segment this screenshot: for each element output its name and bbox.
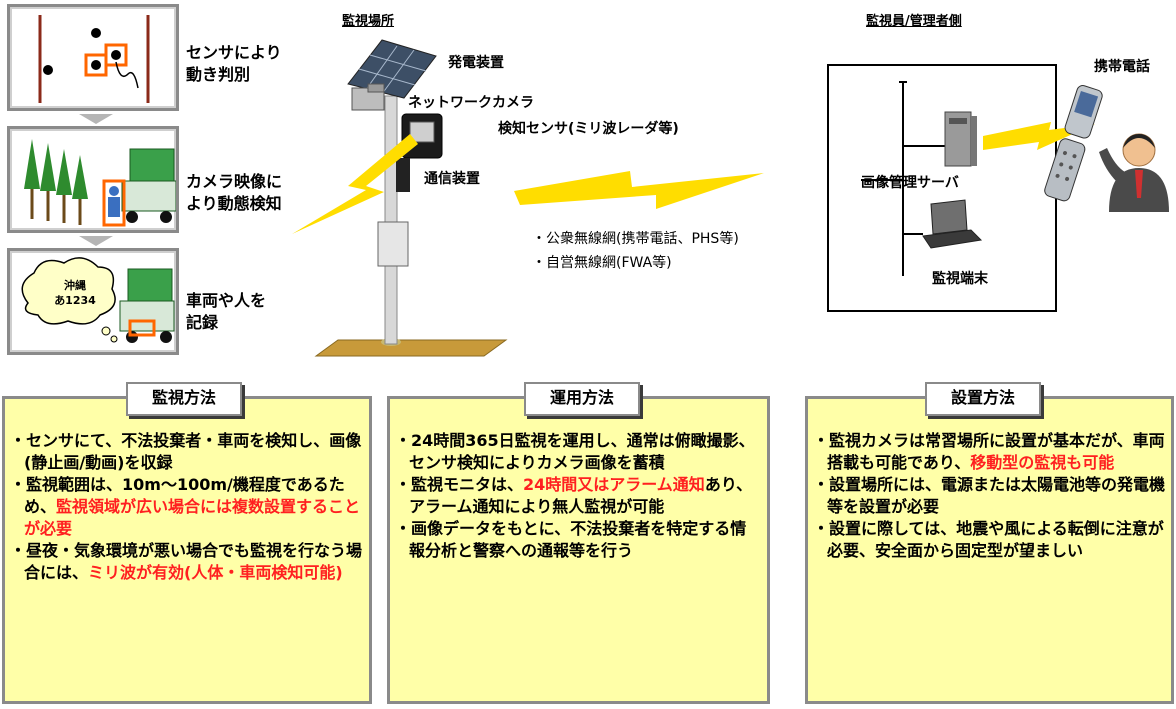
record-screen-panel	[7, 248, 179, 355]
wireless-signal-icon	[292, 134, 418, 234]
license-plate-text: 沖縄 あ1234	[54, 279, 96, 307]
bullet-item: ・設置場所には、電源または太陽電池等の発電機等を設置が必要	[813, 474, 1165, 518]
wireless-signal-icon	[514, 171, 764, 209]
highlight-text: 移動型の監視も可能	[970, 453, 1115, 472]
panel-caption-camera: カメラ映像に より動態検知	[186, 172, 283, 213]
down-arrow-icon	[79, 236, 113, 246]
bullet-text: ・昼夜・気象環境が悪い場合でも監視を行なう場合には、	[10, 541, 363, 582]
bullet-item: ・監視範囲は、10m～100m/機程度であるため、監視領域が広い場合には複数設置…	[10, 474, 362, 540]
installation-method-text: ・監視カメラは常習場所に設置が基本だが、車両搭載も可能であり、移動型の監視も可能…	[813, 430, 1165, 562]
bullet-item: ・設置に際しては、地震や風による転倒に注意が必要、安全面から固定型が望ましい	[813, 518, 1165, 562]
monitoring-method-text: ・センサにて、不法投棄者・車両を検知し、画像(静止画/動画)を収録・監視範囲は、…	[10, 430, 362, 584]
bullet-item: ・画像データをもとに、不法投棄者を特定する情報分析と警察への通報等を行う	[395, 518, 761, 562]
bullet-item: ・24時間365日監視を運用し、通常は俯瞰撮影、センサ検知によりカメラ画像を蓄積	[395, 430, 761, 474]
bullet-item: ・監視モニタは、24時間又はアラーム通知あり、アラーム通知により無人監視が可能	[395, 474, 761, 518]
bullet-item: ・センサにて、不法投棄者・車両を検知し、画像(静止画/動画)を収録	[10, 430, 362, 474]
panel-caption-sensor: センサにより 動き判別	[186, 43, 282, 84]
site-heading: 監視場所	[342, 14, 395, 29]
camera-screen-panel	[7, 126, 179, 233]
highlight-text: 24時間又はアラーム通知	[523, 475, 705, 494]
highlight-text: 監視領域が広い場合には複数設置することが必要	[24, 497, 361, 538]
bullet-text: ・センサにて、不法投棄者・車両を検知し、画像(静止画/動画)を収録	[10, 431, 362, 472]
private-network-label: ・自営無線網(FWA等)	[532, 255, 672, 271]
highlight-text: ミリ波が有効(人体・車両検知可能)	[88, 563, 343, 582]
bullet-item: ・監視カメラは常習場所に設置が基本だが、車両搭載も可能であり、移動型の監視も可能	[813, 430, 1165, 474]
record-illustration	[21, 257, 175, 343]
bullet-text: ・設置場所には、電源または太陽電池等の発電機等を設置が必要	[813, 475, 1166, 516]
monitor-side-heading: 監視員/管理者側	[866, 14, 962, 29]
monitor-terminal-label: 監視端末	[932, 271, 988, 287]
operation-method-text: ・24時間365日監視を運用し、通常は俯瞰撮影、センサ検知によりカメラ画像を蓄積…	[395, 430, 761, 562]
bullet-text: ・画像データをもとに、不法投棄者を特定する情報分析と警察への通報等を行う	[395, 519, 747, 560]
sensor-detection-illustration	[38, 15, 150, 103]
monitoring-method-title: 監視方法	[126, 382, 242, 416]
sensor-screen-panel	[7, 4, 179, 111]
bullet-item: ・昼夜・気象環境が悪い場合でも監視を行なう場合には、ミリ波が有効(人体・車両検知…	[10, 540, 362, 584]
bullet-text: ・設置に際しては、地震や風による転倒に注意が必要、安全面から固定型が望ましい	[813, 519, 1164, 560]
sensor-label: 検知センサ(ミリ波レーダ等)	[498, 121, 679, 137]
network-camera-label: ネットワークカメラ	[408, 95, 534, 111]
monitor-system-frame	[827, 64, 1057, 312]
operation-method-title: 運用方法	[524, 382, 640, 416]
installation-method-title: 設置方法	[925, 382, 1041, 416]
operation-method-box	[387, 396, 770, 704]
mobile-phone-label: 携帯電話	[1094, 59, 1150, 75]
public-network-label: ・公衆無線網(携帯電話、PHS等)	[532, 231, 739, 247]
bullet-text: ・監視モニタは、	[395, 475, 524, 494]
image-server-label: 画像管理サーバ	[861, 175, 959, 191]
bullet-text: あり、アラーム通知により無人監視が可能	[409, 475, 753, 516]
bullet-text: ・監視カメラは常習場所に設置が基本だが、車両搭載も可能であり、	[813, 431, 1165, 472]
bullet-text: ・24時間365日監視を運用し、通常は俯瞰撮影、センサ検知によりカメラ画像を蓄積	[395, 431, 755, 472]
generator-label: 発電装置	[448, 55, 504, 71]
camera-detection-illustration	[24, 139, 176, 227]
panel-caption-record: 車両や人を 記録	[186, 291, 267, 332]
network-diagram	[861, 81, 1169, 276]
monitoring-method-box	[2, 396, 372, 704]
down-arrow-icon	[79, 114, 113, 124]
comm-device-label: 通信装置	[424, 171, 480, 187]
bullet-text: ・監視範囲は、10m～100m/機程度であるため、	[10, 475, 345, 516]
